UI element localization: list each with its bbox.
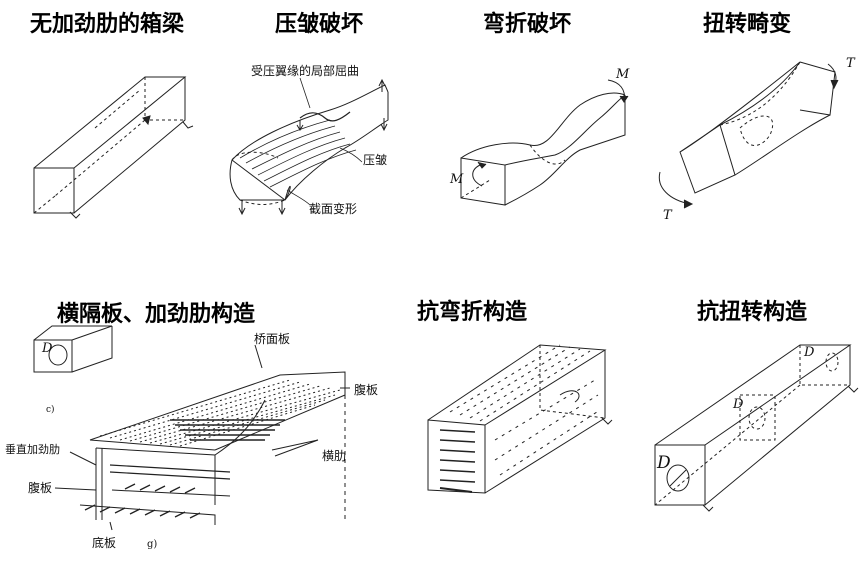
torsional-distortion-drawing	[659, 62, 838, 208]
label-vertical-stiffener: 垂直加劲肋	[5, 443, 60, 456]
label-flange-local-buckling: 受压翼缘的局部屈曲	[251, 64, 360, 78]
label-web-right: 腹板	[354, 383, 379, 397]
title-torsional-distortion: 扭转畸变	[703, 12, 792, 37]
symbol-torque-top: T	[846, 56, 855, 71]
symbol-diaphragm-mid: D	[733, 397, 744, 412]
symbol-moment-left: M	[450, 172, 464, 187]
title-bending-failure: 弯折破坏	[483, 12, 572, 37]
label-deck-plate: 桥面板	[254, 332, 291, 346]
title-anti-bending: 抗弯折构造	[417, 300, 528, 325]
label-bottom-plate: 底板	[92, 536, 117, 550]
compression-buckling-drawing	[230, 78, 388, 214]
label-fig-g: g)	[147, 539, 158, 550]
label-transverse-rib: 横肋	[322, 449, 347, 463]
label-fig-c: c)	[46, 405, 55, 415]
label-section-deformation: 截面变形	[309, 202, 358, 216]
plain-box-girder-drawing	[34, 77, 193, 218]
symbol-torque-bottom: T	[663, 208, 672, 223]
anti-bending-box-drawing	[428, 345, 612, 493]
title-compression-buckling: 压皱破坏	[275, 12, 364, 37]
small-diaphragm-box-drawing	[34, 326, 112, 372]
symbol-diaphragm-near: D	[657, 453, 671, 473]
anti-torsion-box-drawing	[655, 345, 858, 511]
title-diaphragm-stiffener: 横隔板、加劲肋构造	[57, 302, 256, 327]
symbol-moment-right: M	[616, 67, 630, 82]
title-anti-torsion: 抗扭转构造	[697, 300, 808, 325]
symbol-diaphragm-far: D	[804, 345, 815, 360]
label-crumple: 压皱	[363, 153, 388, 167]
symbol-diaphragm-small: D	[42, 341, 53, 356]
label-web-left: 腹板	[28, 481, 53, 495]
title-no-stiffener: 无加劲肋的箱梁	[30, 12, 185, 37]
bending-failure-drawing	[461, 80, 628, 205]
stiffened-deck-drawing	[55, 345, 350, 530]
